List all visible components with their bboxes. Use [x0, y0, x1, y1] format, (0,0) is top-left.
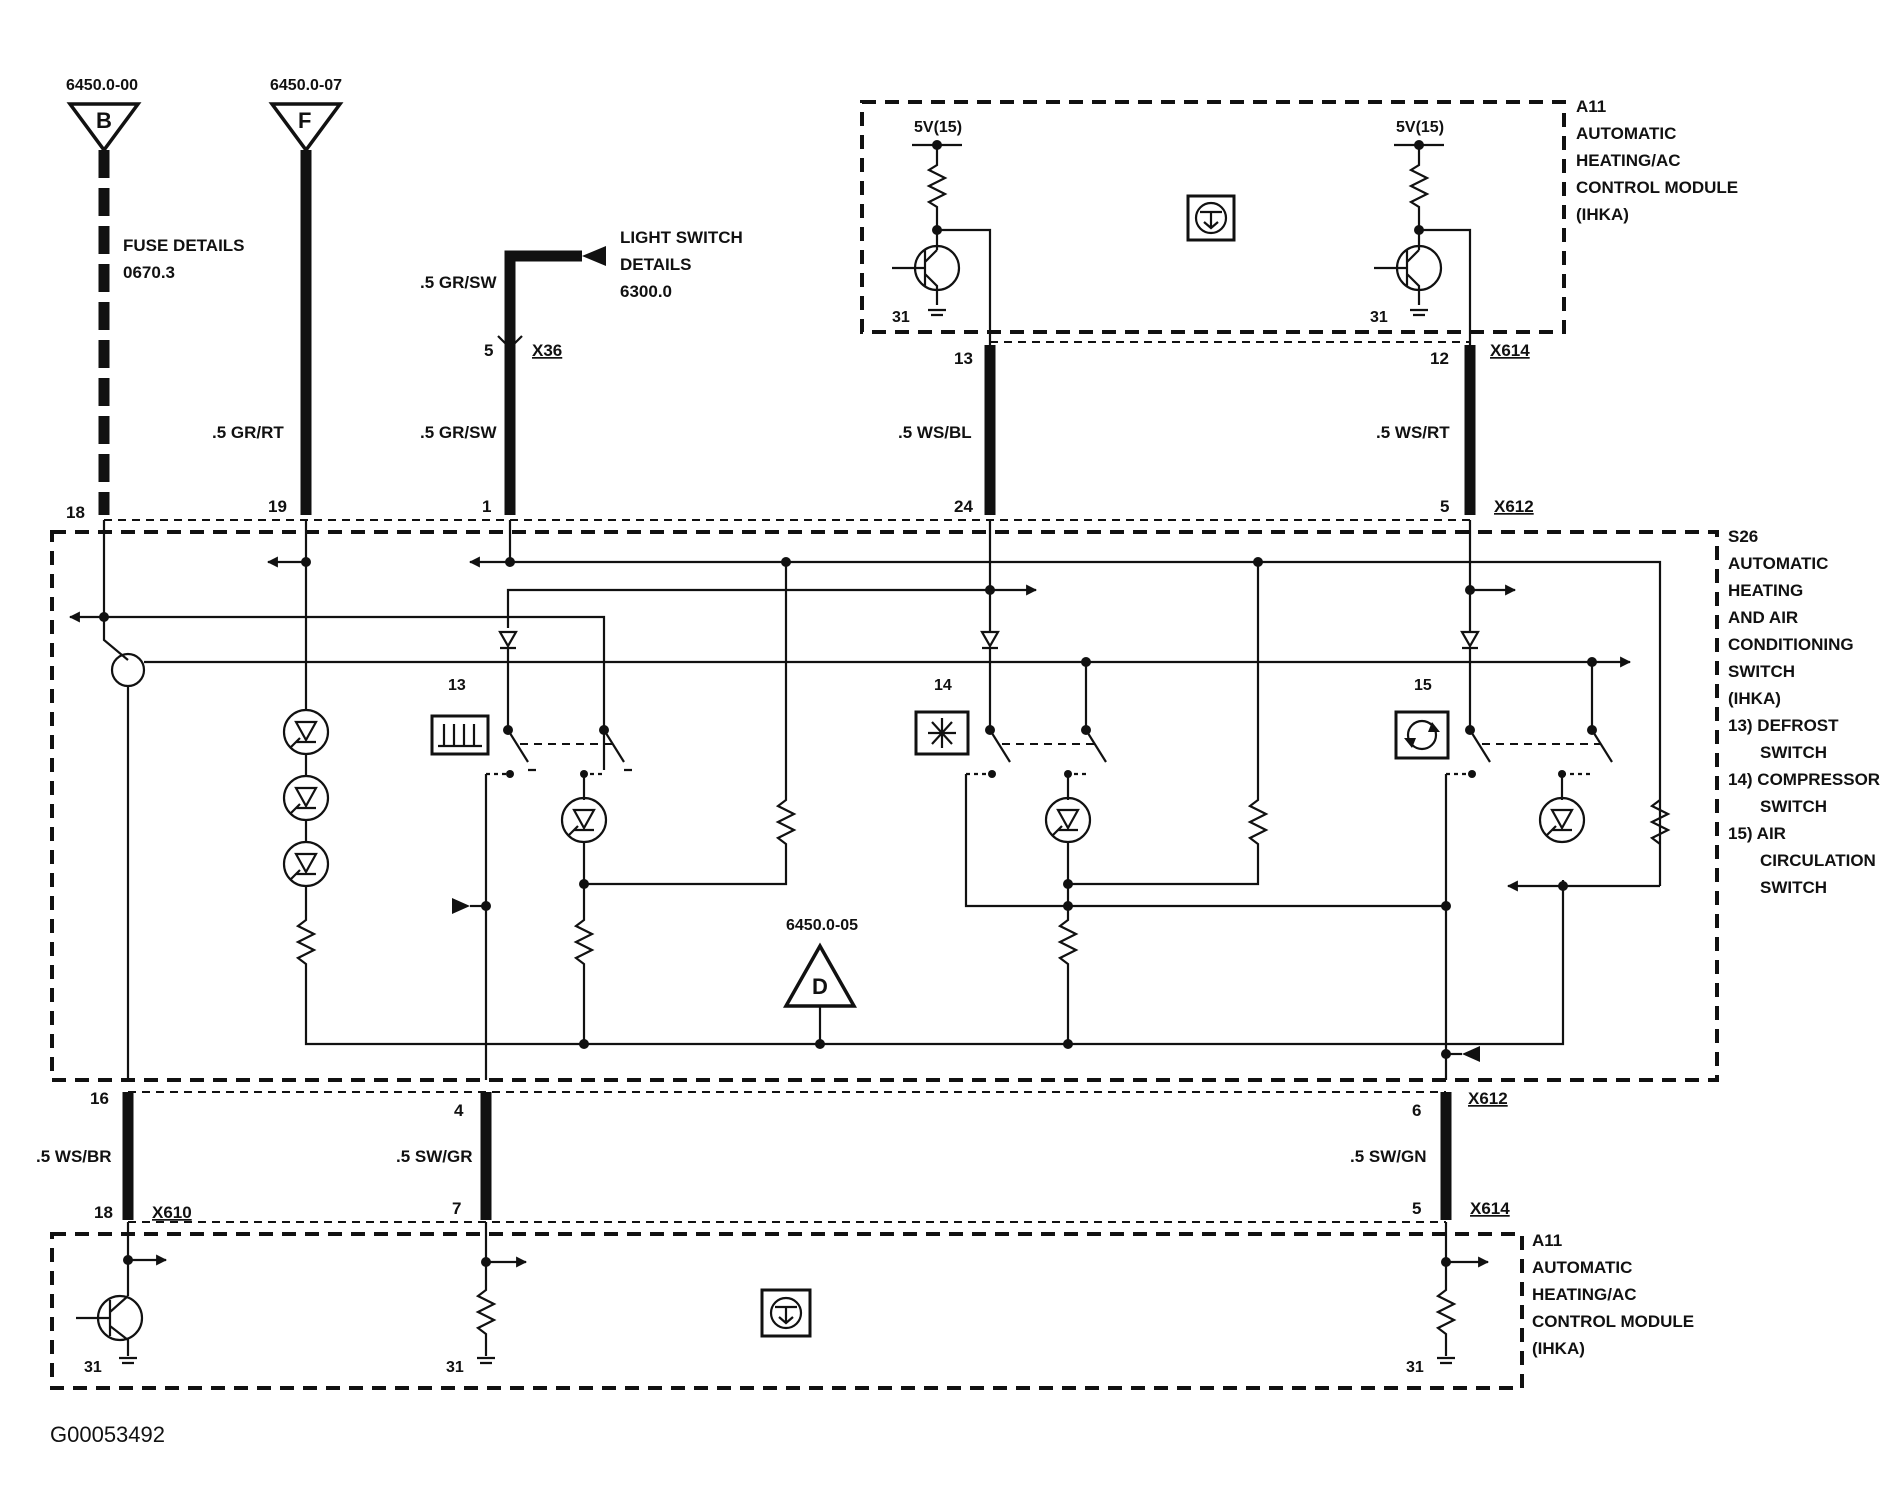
ground-bot-3: 31 [1406, 1359, 1424, 1376]
a11-bot-line1: AUTOMATIC [1532, 1258, 1632, 1277]
s26-line2: HEATING [1728, 581, 1803, 600]
pin-19: 19 [268, 497, 287, 516]
wire-label-gr-rt: .5 GR/RT [212, 423, 284, 442]
pin-24: 24 [954, 497, 973, 516]
s26-line8: SWITCH [1760, 743, 1827, 762]
figure-id: G00053492 [50, 1422, 165, 1447]
s26-line5: SWITCH [1728, 662, 1795, 681]
gr-sw-wire [504, 250, 582, 515]
wire-label-sw-gr: .5 SW/GR [396, 1147, 473, 1166]
pin-5-x36: 5 [484, 341, 493, 360]
a11-bottom-module-box [50, 1232, 1524, 1390]
ref-f-label: 6450.0-07 [270, 77, 342, 94]
s26-internal-circuit: 13 14 [68, 520, 1671, 1080]
pin-18-bot: 18 [94, 1203, 113, 1222]
a11-top-line3: CONTROL MODULE [1576, 178, 1738, 197]
connector-x36: X36 [532, 341, 562, 360]
wire-label-ws-bl: .5 WS/BL [898, 423, 972, 442]
ref-triangle-b: 6450.0-00 B [66, 77, 142, 153]
wire-label-sw-gn: .5 SW/GN [1350, 1147, 1427, 1166]
ground-bot-2: 31 [446, 1359, 464, 1376]
a11-top-id: A11 [1576, 97, 1606, 116]
ref-triangle-f: 6450.0-07 F [268, 77, 344, 153]
pin-7: 7 [452, 1199, 461, 1218]
s26-line10: SWITCH [1760, 797, 1827, 816]
wire-label-gr-sw-top: .5 GR/SW [420, 273, 497, 292]
s26-line3: AND AIR [1728, 608, 1798, 627]
light-details-line3: 6300.0 [620, 282, 672, 301]
module-symbol-icon [1186, 194, 1236, 242]
pin-4: 4 [454, 1101, 464, 1120]
air-circulation-icon [1394, 710, 1450, 760]
wire-label-ws-br: .5 WS/BR [36, 1147, 112, 1166]
a11-bot-id: A11 [1532, 1231, 1562, 1250]
supply-left-label: 5V(15) [914, 119, 962, 136]
pin-12-x614: 12 [1430, 349, 1449, 368]
connector-x614-bot: X614 [1470, 1199, 1510, 1218]
switch-15-label: 15 [1414, 677, 1432, 694]
switch-13-label: 13 [448, 677, 466, 694]
a11-bot-line4: (IHKA) [1532, 1339, 1585, 1358]
pin-5-x614: 5 [1412, 1199, 1421, 1218]
a11-top-line1: AUTOMATIC [1576, 124, 1676, 143]
light-details-line1: LIGHT SWITCH [620, 228, 743, 247]
connector-x614-top: X614 [1490, 341, 1530, 360]
pin-13-x614: 13 [954, 349, 973, 368]
connector-x612-top: X612 [1494, 497, 1534, 516]
s26-line11: 15) AIR [1728, 824, 1786, 843]
ref-d-label: 6450.0-05 [786, 917, 858, 934]
light-details-line2: DETAILS [620, 255, 691, 274]
wire-label-ws-rt: .5 WS/RT [1376, 423, 1450, 442]
ref-f-letter: F [298, 108, 311, 133]
connector-x612-bot: X612 [1468, 1089, 1508, 1108]
a11-bottom-circuit: 31 31 31 [76, 1222, 1490, 1376]
fuse-details-line1: FUSE DETAILS [123, 236, 245, 255]
fuse-details-line2: 0670.3 [123, 263, 175, 282]
a11-top-line2: HEATING/AC [1576, 151, 1681, 170]
s26-line12: CIRCULATION [1760, 851, 1876, 870]
switch-14-label: 14 [934, 677, 952, 694]
pin-6: 6 [1412, 1101, 1421, 1120]
s26-line1: AUTOMATIC [1728, 554, 1828, 573]
light-switch-arrow [582, 246, 606, 266]
pin-5-x612: 5 [1440, 497, 1449, 516]
s26-line7: 13) DEFROST [1728, 716, 1839, 735]
pin-18-top: 18 [66, 503, 85, 522]
pin-16: 16 [90, 1089, 109, 1108]
ref-b-letter: B [96, 108, 112, 133]
wire-label-gr-sw: .5 GR/SW [420, 423, 497, 442]
s26-line13: SWITCH [1760, 878, 1827, 897]
s26-line9: 14) COMPRESSOR [1728, 770, 1880, 789]
s26-id: S26 [1728, 527, 1758, 546]
supply-right-label: 5V(15) [1396, 119, 1444, 136]
ground-bot-1: 31 [84, 1359, 102, 1376]
ground-left-top: 31 [892, 309, 910, 326]
s26-switch-module-box [50, 530, 1719, 1082]
ground-right-top: 31 [1370, 309, 1388, 326]
ref-triangle-d: 6450.0-05 D [782, 917, 858, 1049]
s26-line6: (IHKA) [1728, 689, 1781, 708]
defrost-icon [430, 714, 490, 756]
ref-b-label: 6450.0-00 [66, 77, 138, 94]
module-symbol-bottom-icon [760, 1288, 812, 1338]
a11-bot-line2: HEATING/AC [1532, 1285, 1637, 1304]
a11-top-module-box [860, 100, 1566, 334]
a11-bot-line3: CONTROL MODULE [1532, 1312, 1694, 1331]
ref-d-letter: D [812, 974, 828, 999]
a11-top-line4: (IHKA) [1576, 205, 1629, 224]
pin-1: 1 [482, 497, 491, 516]
connector-x610: X610 [152, 1203, 192, 1222]
s26-line4: CONDITIONING [1728, 635, 1854, 654]
